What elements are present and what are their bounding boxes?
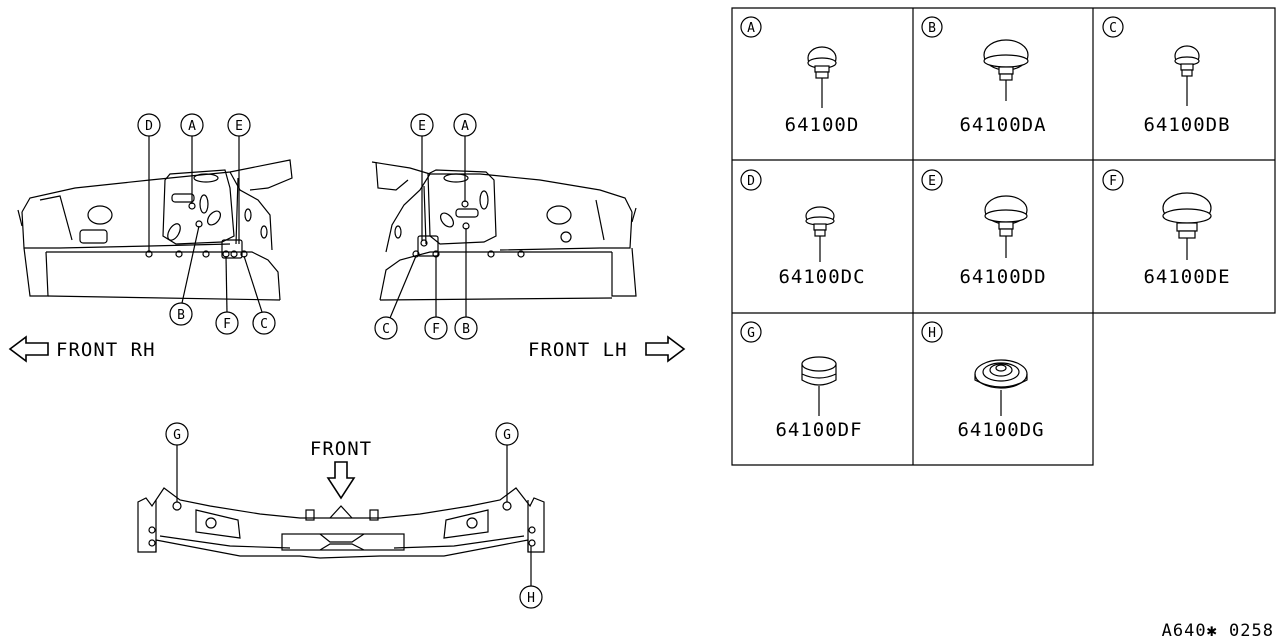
callout-letter: C: [260, 317, 268, 332]
plug-icon: [801, 356, 837, 416]
callout-letter: G: [173, 428, 181, 443]
callout-left-F: F: [215, 311, 239, 335]
front-rh-direction: FRONT RH: [8, 335, 156, 363]
callout-left-E: E: [227, 113, 251, 137]
callout-right-B: B: [454, 316, 478, 340]
clip-large-icon: [984, 195, 1028, 258]
callout-letter: C: [382, 322, 390, 337]
part-number: 64100DB: [1143, 114, 1230, 136]
callout-bottom-H: H: [519, 585, 543, 609]
part-number: 64100DD: [959, 266, 1046, 288]
callout-left-B: B: [169, 302, 193, 326]
reference-code: A640✱ 0258: [1162, 621, 1274, 640]
left-body-view: [17, 136, 293, 314]
parts-cell-B: B 64100DA: [921, 16, 1046, 136]
grommet-icon: [974, 359, 1028, 416]
parts-cell-H: H 64100DG: [921, 321, 1044, 441]
parts-cell-E: E 64100DD: [921, 169, 1046, 288]
callout-letter: B: [462, 322, 470, 337]
callout-letter: H: [527, 591, 535, 606]
callout-letter: F: [432, 322, 440, 337]
callout-letter: A: [188, 119, 196, 134]
clip-large-icon: [983, 39, 1029, 101]
cell-letter: D: [747, 174, 755, 189]
callout-letter: E: [235, 119, 243, 134]
callout-right-C: C: [374, 316, 398, 340]
callout-letter: G: [503, 428, 511, 443]
parts-cell-A: A 64100D: [740, 16, 860, 136]
parts-cell-D: D 64100DC: [740, 169, 865, 288]
callout-right-F: F: [424, 316, 448, 340]
part-number: 64100DE: [1143, 266, 1230, 288]
part-number: 64100DG: [957, 419, 1044, 441]
cell-letter: H: [928, 326, 936, 341]
left-arrow-icon: [8, 335, 49, 363]
cell-letter: F: [1109, 174, 1117, 189]
callout-letter: D: [145, 119, 153, 134]
cell-letter: B: [928, 21, 936, 36]
clip-small-icon: [1174, 45, 1200, 106]
clip-large-icon: [1162, 192, 1212, 260]
parts-cell-C: C 64100DB: [1102, 16, 1230, 136]
part-number: 64100D: [785, 114, 860, 136]
down-arrow-icon: [326, 461, 356, 500]
cell-letter: G: [747, 326, 755, 341]
callout-letter: E: [418, 119, 426, 134]
rear-panel-view: FRONT: [137, 438, 545, 586]
clip-small-icon: [807, 46, 837, 108]
callout-left-A: A: [180, 113, 204, 137]
right-body-view: [371, 136, 637, 319]
callout-left-D: D: [137, 113, 161, 137]
parts-cell-G: G 64100DF: [740, 321, 862, 441]
front-label: FRONT: [310, 438, 372, 460]
cell-letter: E: [928, 174, 936, 189]
cell-letter: A: [747, 21, 755, 36]
front-rh-label: FRONT RH: [56, 339, 156, 361]
parts-table: [731, 7, 1276, 466]
cell-letter: C: [1109, 21, 1117, 36]
callout-letter: F: [223, 317, 231, 332]
callout-right-E: E: [410, 113, 434, 137]
front-lh-label: FRONT LH: [528, 339, 628, 361]
part-number: 64100DF: [775, 419, 862, 441]
clip-small-icon: [805, 206, 835, 262]
right-arrow-icon: [645, 335, 686, 363]
front-lh-direction: FRONT LH: [528, 335, 686, 363]
parts-cell-F: F 64100DE: [1102, 169, 1230, 288]
part-number: 64100DC: [778, 266, 865, 288]
callout-letter: B: [177, 308, 185, 323]
callout-right-A: A: [453, 113, 477, 137]
part-number: 64100DA: [959, 114, 1046, 136]
callout-left-C: C: [252, 311, 276, 335]
callout-bottom-G-right: G: [495, 422, 519, 446]
callout-letter: A: [461, 119, 469, 134]
callout-bottom-G-left: G: [165, 422, 189, 446]
